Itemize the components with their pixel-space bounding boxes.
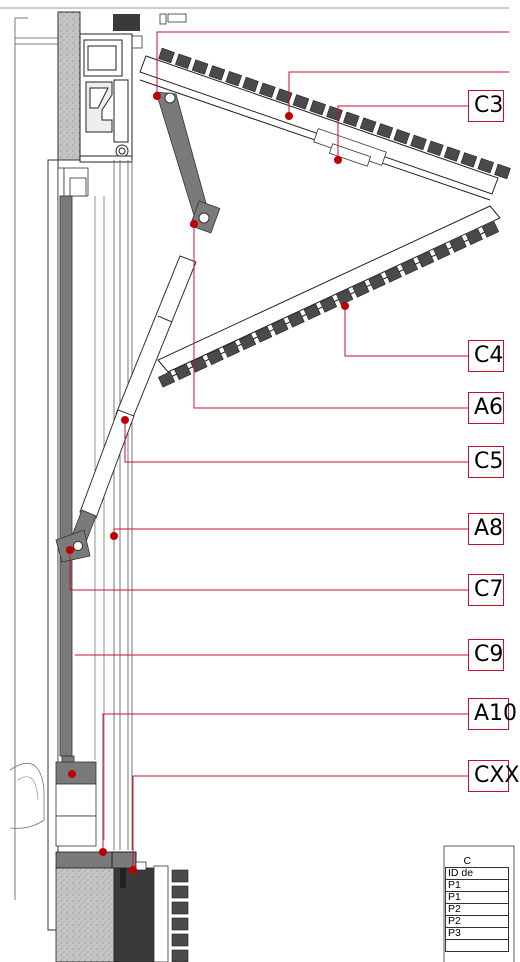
tile-block [449,236,467,253]
tile-block [326,105,343,122]
tile-block [481,221,500,238]
callout-cxx: CXX [468,760,520,792]
reference-dot [129,866,137,874]
section-drawing [0,7,515,962]
table-row: P1 [445,891,509,904]
tile-block [368,273,386,291]
lower-tile-row [157,221,500,388]
callout-a6: A6 [468,392,504,424]
reference-dot [66,546,74,554]
tile-block [342,111,360,127]
reference-dot [190,220,198,228]
tile-block [292,94,310,110]
tile-block [465,228,483,246]
callout-c7: C7 [468,574,504,606]
sill-and-wall-base [55,851,169,962]
tile-block [287,311,305,328]
tile-block [174,363,192,381]
reference-dot [285,112,293,120]
reference-dot [334,156,342,164]
tile-block [255,326,273,343]
tile-block [206,348,224,366]
tile-block [303,303,321,321]
reference-dot [99,848,107,856]
table-row [445,939,509,952]
reference-dot [341,302,349,310]
tile-block [336,288,354,306]
tile-block [171,949,189,962]
table-row: P1 [445,879,509,892]
table-header: C [463,855,472,867]
table-row: P2 [445,903,509,916]
reference-markers [66,92,349,874]
leader-lines [69,31,509,870]
reference-dot [110,532,118,540]
tile-block [191,59,209,75]
tile-block [158,47,175,64]
tile-block [242,76,259,93]
upper-louvre-blade [139,55,499,201]
callout-c9: C9 [468,639,504,671]
tile-block [359,117,377,133]
tile-block [433,243,451,261]
tile-block [258,82,276,98]
callout-a8: A8 [468,513,504,545]
tile-block [222,341,240,358]
tile-block [352,281,370,298]
fixed-glazing-frame [47,159,133,931]
tile-block [477,158,495,174]
tile-block [157,371,176,388]
tile-block [309,100,327,116]
callout-c5: C5 [468,446,504,478]
sill-tile-stack [171,869,189,962]
tile-block [319,296,338,313]
callout-c4: C4 [468,340,504,372]
schedule-table-frame [443,845,515,962]
reference-dot [153,92,161,100]
callout-c3: C3 [468,90,504,122]
tile-block [460,152,478,168]
tile-block [174,53,192,69]
tile-block [271,318,289,336]
tile-block [417,251,435,268]
reference-dot [68,770,76,778]
tile-block [275,88,293,104]
tile-block [426,140,444,156]
callout-a10: A10 [468,698,517,730]
tile-block [171,917,189,931]
tile-block [238,333,257,351]
tile-block [225,71,243,87]
tile-block [208,65,226,81]
schedule-table: C ID de P1 P1 P2 P2 P3 [445,856,509,952]
tile-block [443,146,461,162]
tile-block [190,356,208,373]
tile-block [393,129,411,145]
head-frame-profile [79,33,133,163]
tile-block [171,869,189,883]
tile-block [400,258,419,276]
tile-block [494,163,511,180]
upper-tile-row [158,47,511,180]
tile-block [171,901,189,915]
tile-block [376,123,394,139]
table-row: P3 [445,927,509,940]
tile-block [410,134,427,151]
tile-block [384,266,402,283]
reference-dot [121,416,129,424]
table-row: P2 [445,915,509,928]
tile-block [171,885,189,899]
table-row: ID de [445,867,509,880]
tile-block [171,933,189,947]
